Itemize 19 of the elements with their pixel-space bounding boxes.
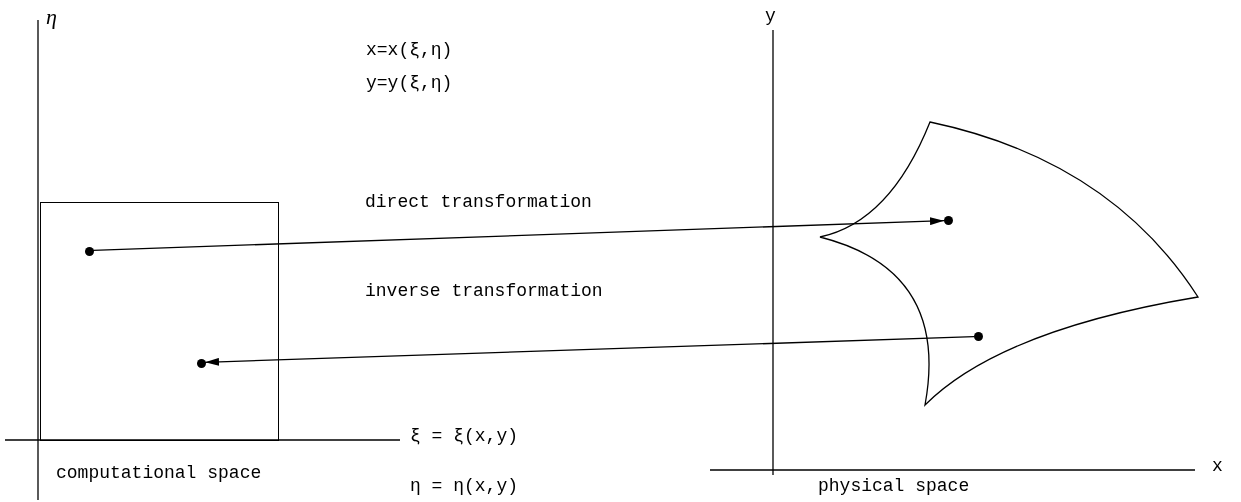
caption: computational space <box>56 463 262 483</box>
axis-label: η <box>46 4 57 30</box>
point-dot <box>197 359 206 368</box>
edge-label: inverse transformation <box>365 281 603 301</box>
point-dot <box>85 247 94 256</box>
arrow <box>92 217 945 251</box>
equation: x=x(ξ,η) <box>366 40 453 60</box>
curved-domain <box>818 120 1200 407</box>
edge-label: direct transformation <box>365 192 592 212</box>
axis-label: x <box>1212 456 1223 476</box>
equation: y=y(ξ,η) <box>366 73 453 93</box>
equation: ξ = ξ(x,y) <box>410 426 519 446</box>
point-dot <box>974 332 983 341</box>
equation: η = η(x,y) <box>410 476 519 496</box>
point-dot <box>944 216 953 225</box>
square-domain <box>40 202 279 441</box>
caption: physical space <box>818 476 970 496</box>
arrow <box>204 336 975 366</box>
axis-label: y <box>765 6 776 26</box>
